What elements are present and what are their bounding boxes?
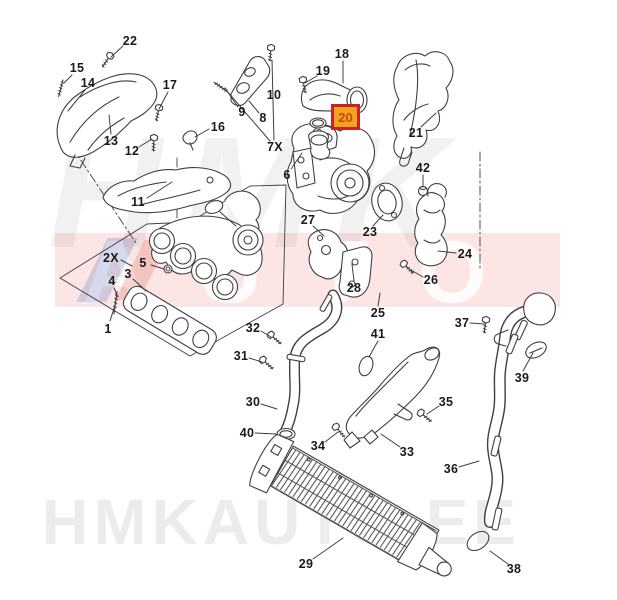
callout-3: 3 <box>124 267 132 281</box>
part-exhaust-manifold-assembly <box>148 190 264 301</box>
part-turbo-gasket-plate <box>230 56 271 106</box>
part-seal-ring-38 <box>466 530 490 552</box>
callout-21: 21 <box>408 126 424 140</box>
callout-25: 25 <box>370 306 386 320</box>
part-outlet-hose-36 <box>483 292 556 531</box>
callout-34: 34 <box>310 439 326 453</box>
bolt-34-icon <box>330 421 348 440</box>
bolt-10-icon <box>265 43 276 62</box>
callout-7x: 7X <box>267 140 283 154</box>
callout-6: 6 <box>283 168 291 182</box>
part-oil-pipe-24 <box>414 183 448 267</box>
callout-13: 13 <box>103 134 119 148</box>
callout-29: 29 <box>298 557 314 571</box>
callout-31: 31 <box>233 349 249 363</box>
callout-11: 11 <box>131 195 145 209</box>
bolt-17-icon <box>152 103 164 122</box>
callout-16: 16 <box>210 120 226 134</box>
part-plate-23 <box>371 182 403 222</box>
callout-2x: 2X <box>103 251 119 265</box>
screw-32-icon <box>265 329 284 347</box>
callout-32: 32 <box>245 321 261 335</box>
callout-35: 35 <box>438 395 454 409</box>
callout-10: 10 <box>266 88 282 102</box>
stud-9-icon <box>212 80 230 94</box>
bolt-35-icon <box>415 407 434 425</box>
callout-28: 28 <box>346 281 362 295</box>
part-bracket-27 <box>307 229 349 280</box>
clip-16-icon <box>182 130 198 151</box>
callout-14: 14 <box>80 76 96 90</box>
callout-42: 42 <box>415 161 431 175</box>
screw-31-icon <box>257 354 276 372</box>
highlight-label: 20 <box>338 109 353 125</box>
callout-12: 12 <box>124 144 140 158</box>
callout-9: 9 <box>238 105 246 119</box>
part-manifold-gasket-3 <box>122 285 217 355</box>
callout-40: 40 <box>239 426 255 440</box>
bolt-26-icon <box>398 258 417 277</box>
callout-38: 38 <box>506 562 522 576</box>
part-turbo-inlet-flange <box>308 130 331 160</box>
bolt-37-icon <box>480 315 491 334</box>
callout-39: 39 <box>514 371 530 385</box>
part-seal-ring-39 <box>525 341 547 359</box>
part-bracket-25 <box>338 246 373 298</box>
part-charge-hose-30 <box>279 289 343 438</box>
callout-23: 23 <box>362 225 378 239</box>
bolt-12-icon <box>149 133 159 152</box>
part-intercooler <box>249 433 452 577</box>
callout-41: 41 <box>370 327 386 341</box>
part-air-duct-33 <box>343 346 441 449</box>
nut-5-icon <box>163 264 173 274</box>
highlighted-callout-20: 20 <box>331 104 360 130</box>
callout-26: 26 <box>423 273 439 287</box>
bolt-22-icon <box>99 50 116 70</box>
callout-5: 5 <box>139 256 147 270</box>
part-heat-shield-21 <box>392 51 454 167</box>
part-turbocharger <box>286 122 376 214</box>
leader-lines <box>63 45 534 565</box>
callout-17: 17 <box>162 78 178 92</box>
callout-4: 4 <box>108 274 116 288</box>
callout-27: 27 <box>300 213 316 227</box>
callout-33: 33 <box>399 445 415 459</box>
callout-24: 24 <box>457 247 473 261</box>
callout-30: 30 <box>245 395 261 409</box>
callout-36: 36 <box>443 462 459 476</box>
part-heat-shield-lower <box>102 167 232 214</box>
callout-15: 15 <box>69 61 85 75</box>
callout-22: 22 <box>122 34 138 48</box>
part-seal-ring-41 <box>358 355 374 377</box>
callout-8: 8 <box>259 111 267 125</box>
callout-1: 1 <box>104 322 112 336</box>
cap-42-icon <box>417 185 429 197</box>
stud-15-icon <box>56 79 65 98</box>
part-heat-shield-upper <box>56 73 158 169</box>
callout-37: 37 <box>454 316 470 330</box>
callout-18: 18 <box>334 47 350 61</box>
callout-19: 19 <box>315 64 331 78</box>
